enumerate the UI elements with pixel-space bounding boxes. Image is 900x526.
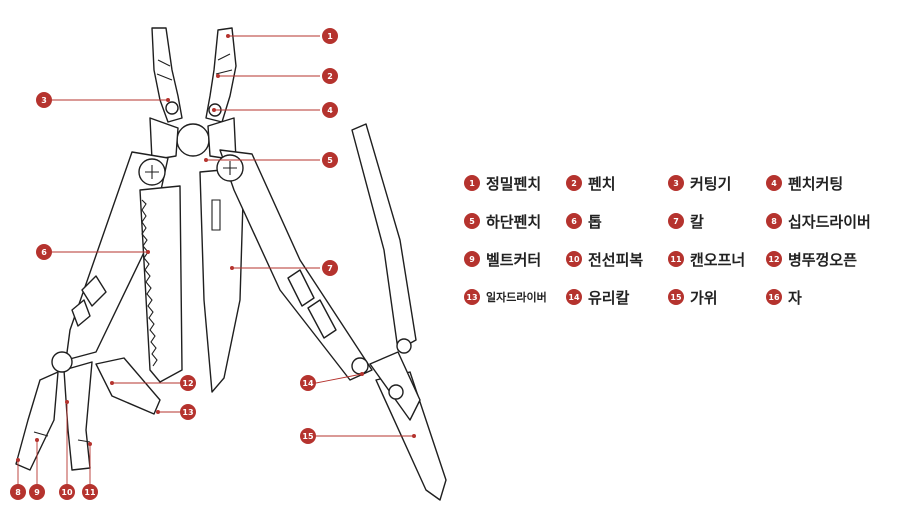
legend-badge: 11 bbox=[668, 251, 684, 267]
legend-badge: 2 bbox=[566, 175, 582, 191]
legend-label: 캔오프너 bbox=[690, 250, 746, 269]
legend-label: 가위 bbox=[690, 288, 718, 307]
legend-item-8: 8 십자드라이버 bbox=[766, 210, 871, 232]
callout-6: 6 bbox=[36, 244, 52, 260]
legend-label: 정밀펜치 bbox=[486, 174, 542, 193]
legend-item-11: 11 캔오프너 bbox=[668, 248, 745, 270]
legend-badge: 8 bbox=[766, 213, 782, 229]
svg-text:7: 7 bbox=[327, 264, 333, 273]
callout-13: 13 bbox=[180, 404, 196, 420]
legend-item-10: 10 전선피복 bbox=[566, 248, 643, 270]
svg-text:12: 12 bbox=[182, 379, 193, 388]
svg-text:2: 2 bbox=[327, 72, 333, 81]
svg-text:13: 13 bbox=[182, 408, 193, 417]
callout-3: 3 bbox=[36, 92, 52, 108]
svg-text:5: 5 bbox=[327, 156, 333, 165]
callout-14: 14 bbox=[300, 375, 316, 391]
legend-label: 하단펜치 bbox=[486, 212, 542, 231]
pliers-jaws bbox=[149, 27, 237, 161]
scissors bbox=[351, 123, 447, 501]
legend-badge: 5 bbox=[464, 213, 480, 229]
legend-badge: 15 bbox=[668, 289, 684, 305]
legend-label: 펜치커팅 bbox=[788, 174, 844, 193]
right-handle bbox=[216, 149, 373, 381]
callout-5: 5 bbox=[322, 152, 338, 168]
svg-text:11: 11 bbox=[84, 488, 96, 497]
legend-label: 커팅기 bbox=[690, 174, 732, 193]
svg-text:3: 3 bbox=[41, 96, 47, 105]
legend-item-2: 2 펜치 bbox=[566, 172, 616, 194]
legend-badge: 13 bbox=[464, 289, 480, 305]
legend-badge: 12 bbox=[766, 251, 782, 267]
callout-11: 11 bbox=[82, 484, 98, 500]
legend-badge: 9 bbox=[464, 251, 480, 267]
legend-label: 칼 bbox=[690, 212, 704, 231]
legend-badge: 14 bbox=[566, 289, 582, 305]
legend-label: 전선피복 bbox=[588, 250, 644, 269]
legend-item-4: 4 펜치커팅 bbox=[766, 172, 843, 194]
svg-text:15: 15 bbox=[302, 432, 314, 441]
legend-label: 병뚜껑오픈 bbox=[788, 250, 858, 269]
legend-label: 톱 bbox=[588, 212, 602, 231]
legend-item-13: 13 일자드라이버 bbox=[464, 286, 547, 308]
legend-badge: 16 bbox=[766, 289, 782, 305]
small-tools bbox=[15, 351, 161, 471]
svg-text:4: 4 bbox=[327, 106, 333, 115]
callout-9: 9 bbox=[29, 484, 45, 500]
legend-item-14: 14 유리칼 bbox=[566, 286, 629, 308]
callout-15: 15 bbox=[300, 428, 316, 444]
legend-label: 십자드라이버 bbox=[788, 212, 871, 231]
callout-7: 7 bbox=[322, 260, 338, 276]
legend-label: 펜치 bbox=[588, 174, 616, 193]
callout-4: 4 bbox=[322, 102, 338, 118]
legend-item-16: 16 자 bbox=[766, 286, 802, 308]
knife-blade bbox=[199, 167, 245, 393]
callout-badges: 1 2 3 4 5 6 7 8 9 10 11 12 13 14 15 bbox=[10, 28, 338, 500]
svg-text:6: 6 bbox=[41, 248, 47, 257]
legend-badge: 3 bbox=[668, 175, 684, 191]
legend-label: 일자드라이버 bbox=[486, 291, 547, 304]
legend-label: 자 bbox=[788, 288, 802, 307]
callout-2: 2 bbox=[322, 68, 338, 84]
legend-badge: 4 bbox=[766, 175, 782, 191]
legend-item-3: 3 커팅기 bbox=[668, 172, 731, 194]
callout-8: 8 bbox=[10, 484, 26, 500]
saw-blade bbox=[139, 185, 183, 383]
legend-label: 유리칼 bbox=[588, 288, 630, 307]
legend-badge: 7 bbox=[668, 213, 684, 229]
callout-1: 1 bbox=[322, 28, 338, 44]
legend-item-12: 12 병뚜껑오픈 bbox=[766, 248, 857, 270]
callout-leaders bbox=[16, 34, 416, 488]
svg-text:9: 9 bbox=[34, 488, 40, 497]
legend-item-1: 1 정밀펜치 bbox=[464, 172, 541, 194]
legend-item-9: 9 벨트커터 bbox=[464, 248, 541, 270]
legend-badge: 6 bbox=[566, 213, 582, 229]
legend-badge: 10 bbox=[566, 251, 582, 267]
legend-badge: 1 bbox=[464, 175, 480, 191]
svg-text:14: 14 bbox=[302, 379, 314, 388]
callout-12: 12 bbox=[180, 375, 196, 391]
legend-item-5: 5 하단펜치 bbox=[464, 210, 541, 232]
svg-text:10: 10 bbox=[61, 488, 73, 497]
legend-item-15: 15 가위 bbox=[668, 286, 718, 308]
callout-10: 10 bbox=[59, 484, 75, 500]
svg-text:8: 8 bbox=[15, 488, 21, 497]
svg-text:1: 1 bbox=[327, 32, 333, 41]
legend-label: 벨트커터 bbox=[486, 250, 542, 269]
